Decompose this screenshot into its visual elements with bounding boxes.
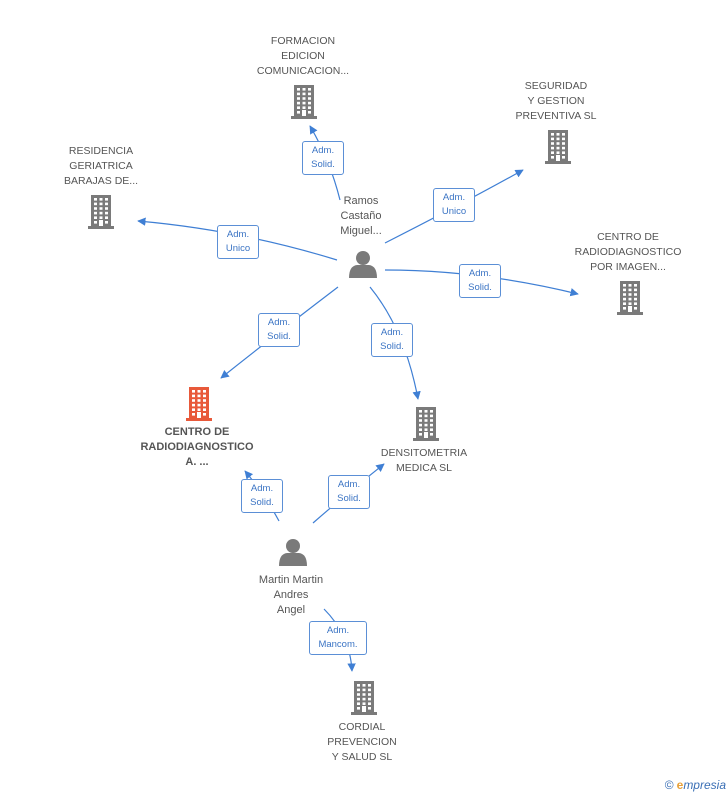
person-icon-martin[interactable] [279, 539, 307, 566]
edge-label-martin-cordial[interactable]: Adm.Mancom. [309, 621, 367, 655]
company-label-centro-a[interactable]: CENTRO DE RADIODIAGNOSTICO A. ... [140, 426, 254, 468]
company-label-cordial[interactable]: CORDIAL PREVENCION Y SALUD SL [327, 721, 397, 763]
company-label-seguridad[interactable]: SEGURIDAD Y GESTION PREVENTIVA SL [515, 80, 597, 122]
edge-label-martin-centro-a[interactable]: Adm.Solid. [241, 479, 283, 513]
edge-label-ramos-densitometria[interactable]: Adm.Solid. [371, 323, 413, 357]
edge-label-ramos-residencia[interactable]: Adm.Unico [217, 225, 259, 259]
building-icon-residencia[interactable] [88, 195, 114, 229]
company-label-formacion[interactable]: FORMACION EDICION COMUNICACION... [256, 35, 350, 77]
brand-initial: e [676, 778, 684, 792]
copyright-symbol: © [664, 778, 674, 792]
edge-label-ramos-formacion[interactable]: Adm.Solid. [302, 141, 344, 175]
building-icon-formacion[interactable] [291, 85, 317, 119]
company-label-residencia[interactable]: RESIDENCIA GERIATRICA BARAJAS DE... [63, 145, 139, 187]
building-icon-centro-a[interactable] [186, 387, 212, 421]
footer-brand[interactable]: ©empresia [665, 778, 726, 792]
edge-label-ramos-centro-imagen[interactable]: Adm.Solid. [459, 264, 501, 298]
building-icon-cordial[interactable] [351, 681, 377, 715]
building-icon-densitometria[interactable] [413, 407, 439, 441]
icons-layer [88, 85, 643, 715]
company-label-centro-imagen[interactable]: CENTRO DE RADIODIAGNOSTICO POR IMAGEN... [574, 231, 682, 273]
brand-name: mpresia [683, 778, 726, 792]
edge-label-ramos-seguridad[interactable]: Adm.Unico [433, 188, 475, 222]
edge-label-martin-densitometria[interactable]: Adm.Solid. [328, 475, 370, 509]
building-icon-centro-imagen[interactable] [617, 281, 643, 315]
person-label-ramos[interactable]: Ramos Castaño Miguel... [340, 195, 382, 237]
company-label-densitometria[interactable]: DENSITOMETRIA MEDICA SL [380, 447, 468, 474]
person-icon-ramos[interactable] [349, 251, 377, 278]
building-icon-seguridad[interactable] [545, 130, 571, 164]
person-label-martin[interactable]: Martin Martin Andres Angel [258, 574, 324, 616]
edge-label-ramos-centro-a[interactable]: Adm.Solid. [258, 313, 300, 347]
